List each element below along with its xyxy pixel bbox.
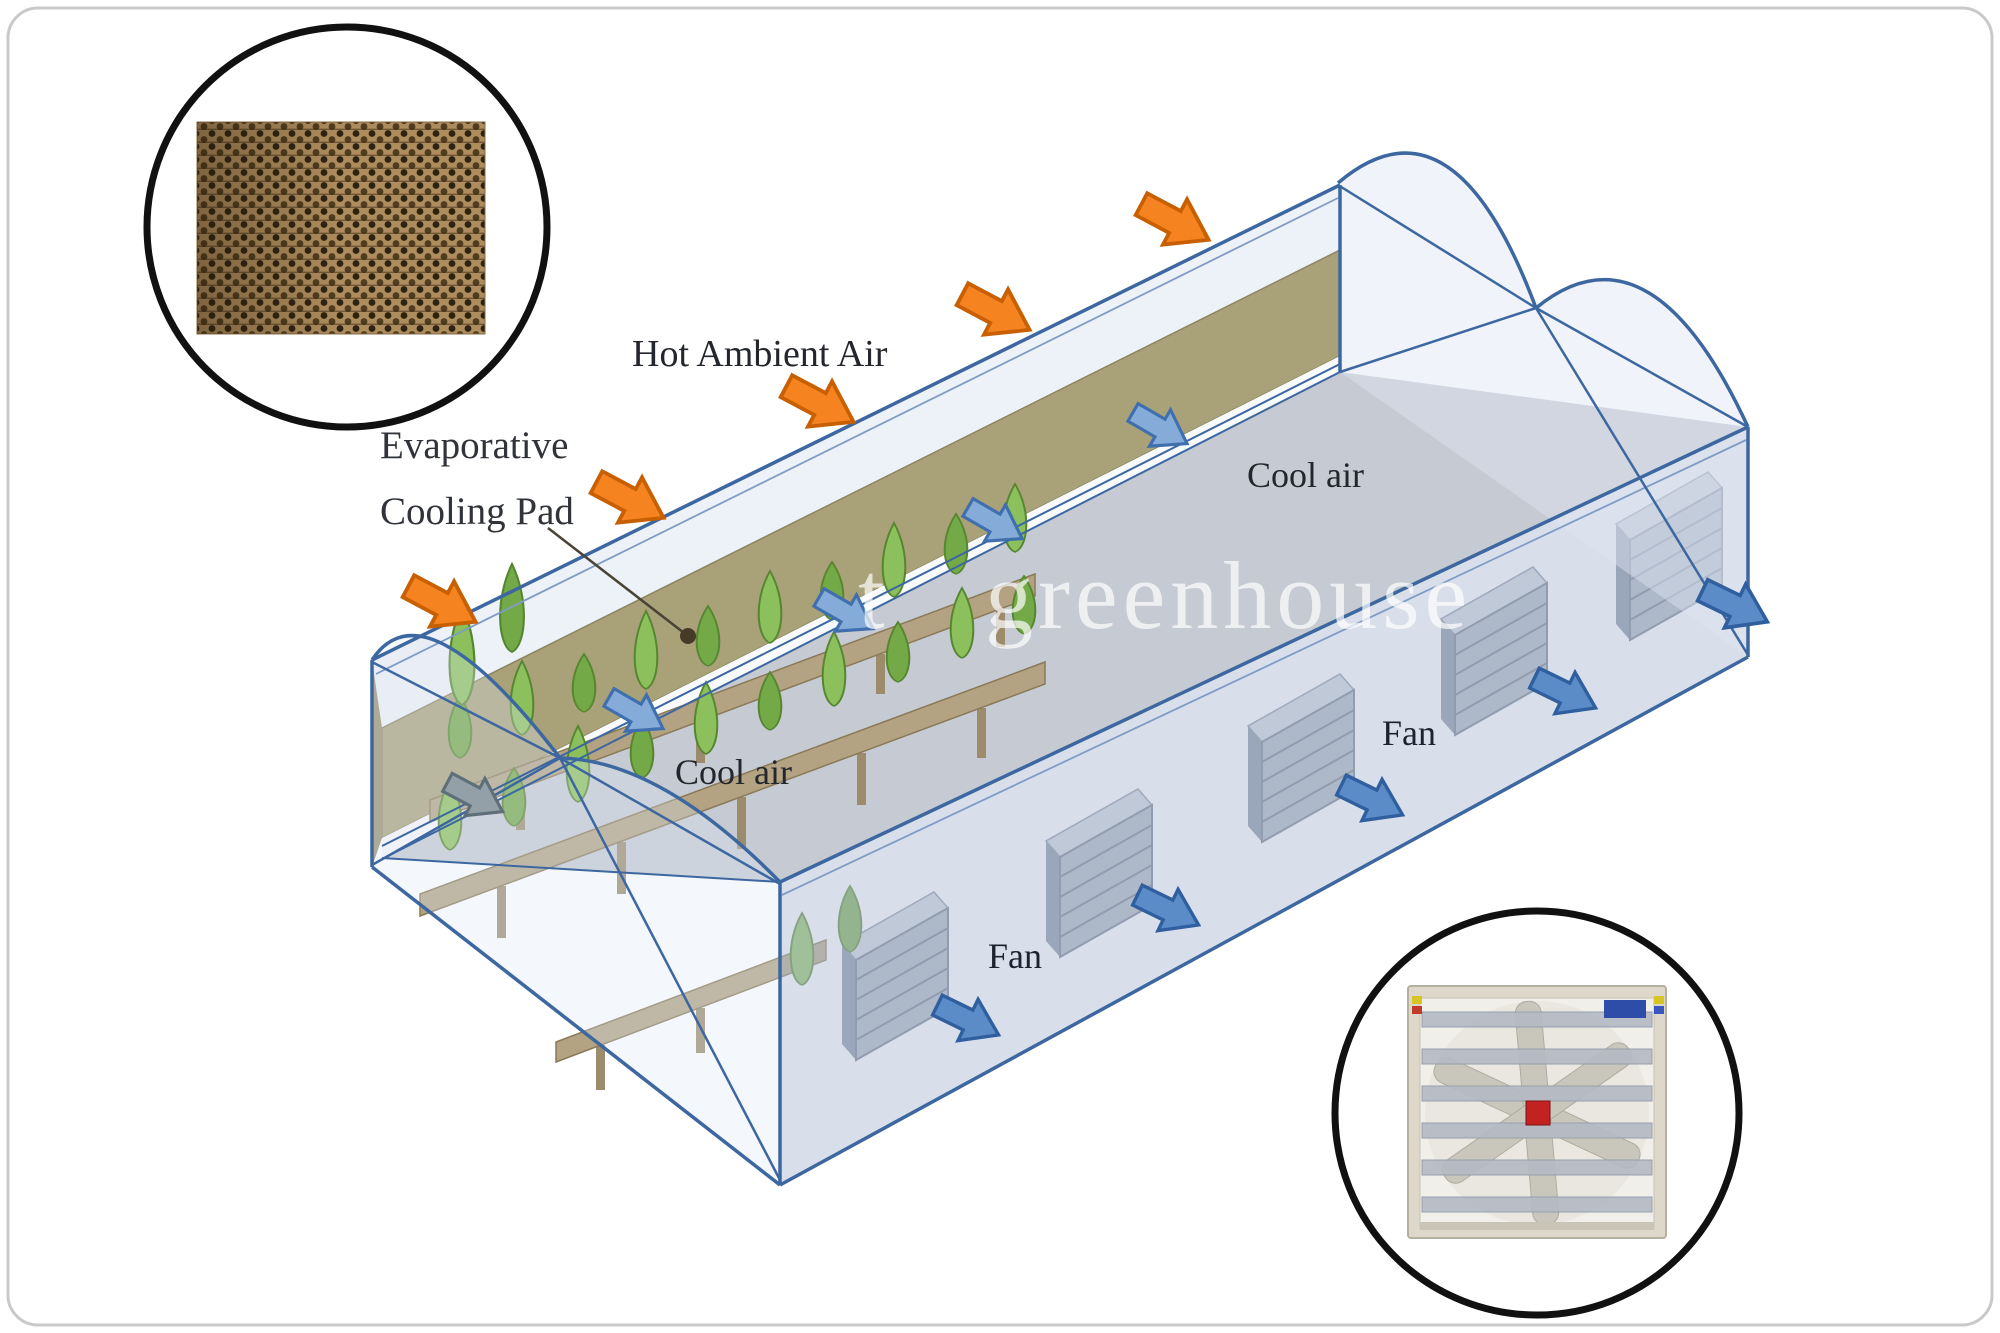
label-evaporative: Evaporative	[380, 424, 568, 467]
label-fan-right: Fan	[1382, 713, 1436, 753]
watermark-text: greenhouse	[985, 542, 1472, 649]
leader-line	[547, 527, 689, 637]
left-end-wall	[372, 635, 780, 1185]
pad-left-edge	[372, 660, 382, 867]
bench-rail	[419, 660, 1046, 918]
leader-dot	[680, 628, 696, 644]
exhaust-fan-closeup-photo	[1407, 985, 1667, 1239]
right-end-wall	[1338, 153, 1748, 657]
fan-corner-chip	[1654, 1006, 1664, 1014]
label-cooling-pad: Cooling Pad	[380, 490, 574, 533]
pad-wall-upper-strip	[372, 185, 1340, 728]
watermark: t greenhouse	[858, 542, 1472, 649]
front-wall	[780, 427, 1748, 1185]
fan-bottom-rail	[1420, 1222, 1654, 1230]
fan-closeup-inset	[1331, 907, 1743, 1319]
fan-hub	[1525, 1100, 1551, 1126]
fan-corner-chip	[1654, 996, 1664, 1004]
fan-corner-chip	[1412, 996, 1422, 1004]
label-fan-front: Fan	[988, 936, 1042, 976]
label-cool-air-left: Cool air	[675, 752, 792, 792]
pad-photo-shading	[197, 122, 485, 334]
floor	[382, 372, 1748, 882]
pad-closeup-inset	[143, 23, 551, 431]
watermark-text: t	[858, 542, 890, 649]
fan-louver-bars	[1421, 1011, 1653, 1213]
label-hot-ambient-air: Hot Ambient Air	[632, 333, 888, 375]
fan-corner-chip	[1412, 1006, 1422, 1014]
greenhouse-structure	[370, 151, 1750, 1187]
fan-brand-chip	[1604, 1000, 1646, 1018]
label-cool-air-top: Cool air	[1247, 455, 1364, 495]
